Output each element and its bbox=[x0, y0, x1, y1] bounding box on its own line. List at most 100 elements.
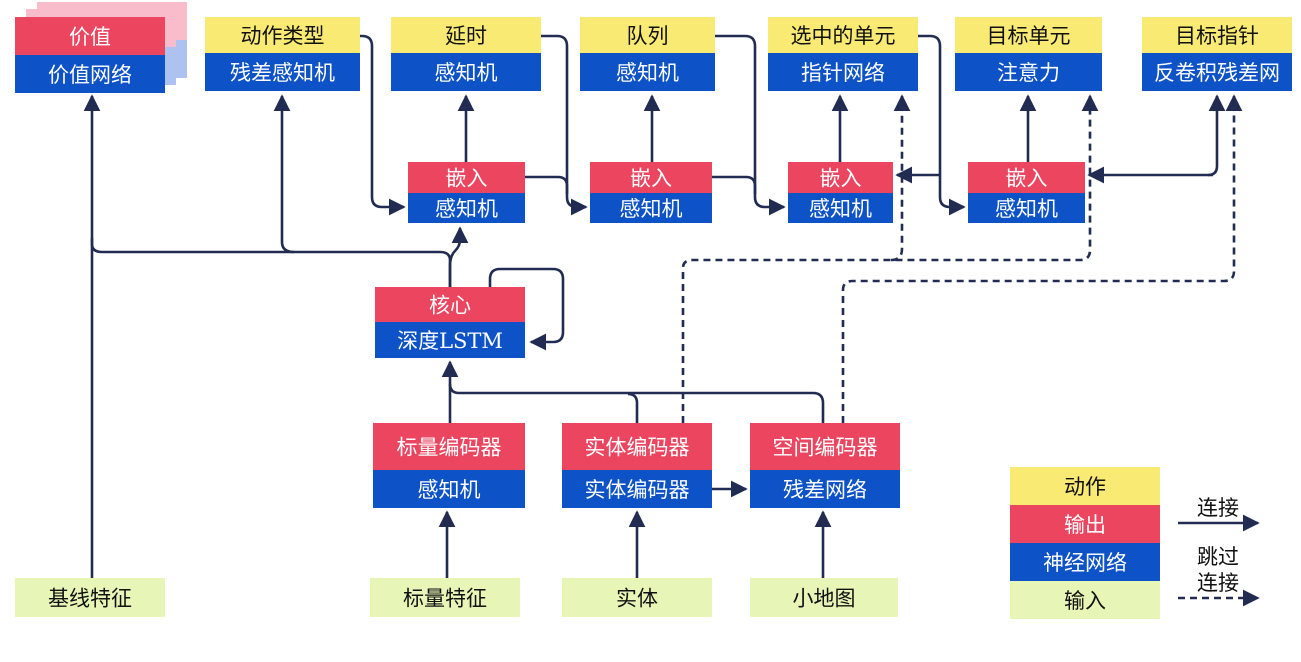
node-selected-units-top-label: 选中的单元 bbox=[791, 24, 896, 48]
connector-action-type-to-embed-1 bbox=[360, 34, 406, 216]
node-embed-3-top-label: 嵌入 bbox=[820, 167, 862, 191]
legend-arrow-label-dashed-1: 连接 bbox=[1197, 571, 1239, 595]
node-embed-2-top-label: 嵌入 bbox=[630, 167, 672, 191]
connector-spatial-skip-to-target-point-skip bbox=[841, 94, 1243, 423]
node-scalar-encoder-top bbox=[373, 423, 525, 470]
input-node-minimap-label: 小地图 bbox=[793, 587, 856, 611]
legend-label-green: 输入 bbox=[1064, 589, 1106, 613]
connector-entity-skip-to-target-unit-skip bbox=[681, 94, 1099, 423]
node-target-point-bottom bbox=[1142, 53, 1292, 91]
connector-embed-1-to-embed-2-merge bbox=[525, 175, 569, 194]
legend-swatch-blue bbox=[1010, 543, 1160, 581]
node-core-top-label: 核心 bbox=[429, 294, 471, 318]
node-queue-bottom-label: 感知机 bbox=[616, 61, 679, 85]
input-node-baseline-features-label: 基线特征 bbox=[48, 587, 132, 611]
node-embed-2-top bbox=[590, 162, 712, 193]
legend-arrow-label-solid-0: 连接 bbox=[1197, 496, 1239, 520]
legend-arrow-solid: 连接 bbox=[1178, 496, 1260, 532]
node-queue-bottom bbox=[580, 53, 715, 91]
node-embed-2-bottom bbox=[590, 193, 712, 223]
connector-spatial-encoder-to-core-merge bbox=[448, 383, 825, 423]
legend-label-blue: 神经网络 bbox=[1043, 551, 1127, 575]
node-scalar-encoder-bottom-label: 感知机 bbox=[418, 478, 481, 502]
node-queue-top-label: 队列 bbox=[627, 24, 669, 48]
node-action-type-top bbox=[205, 17, 360, 53]
node-delay-top bbox=[391, 17, 541, 53]
node-target-unit-top-label: 目标单元 bbox=[987, 24, 1071, 48]
legend-arrow-label-dashed-0: 跳过 bbox=[1197, 545, 1239, 569]
node-delay-bottom bbox=[391, 53, 541, 91]
legend-swatch-red bbox=[1010, 505, 1160, 543]
connector-line-to-target-point bbox=[1207, 94, 1226, 177]
input-node-minimap: 小地图 bbox=[750, 578, 898, 617]
node-embed-3-bottom-label: 感知机 bbox=[809, 197, 872, 221]
node-target-unit-top bbox=[955, 17, 1102, 53]
node-delay-bottom-label: 感知机 bbox=[435, 61, 498, 85]
connector-entity-encoder-to-core-merge bbox=[627, 392, 639, 423]
connector-delay-to-embed-2 bbox=[541, 34, 588, 216]
node-scalar-encoder-top-label: 标量编码器 bbox=[397, 436, 502, 460]
input-node-entities-label: 实体 bbox=[616, 587, 658, 611]
node-value-bottom bbox=[15, 55, 165, 93]
input-node-scalar-features-label: 标量特征 bbox=[403, 587, 487, 611]
node-core-top bbox=[375, 287, 525, 322]
connector-core-to-action-type bbox=[273, 94, 295, 254]
node-action-type-bottom-label: 残差感知机 bbox=[230, 61, 335, 85]
node-embed-4-top-label: 嵌入 bbox=[1006, 167, 1048, 191]
node-entity-encoder-top-label: 实体编码器 bbox=[585, 436, 690, 460]
node-embed-1-bottom bbox=[408, 193, 525, 223]
input-node-scalar-features: 标量特征 bbox=[370, 578, 520, 617]
node-target-unit-bottom-label: 注意力 bbox=[997, 61, 1060, 85]
node-embed-2-bottom-label: 感知机 bbox=[620, 197, 683, 221]
input-node-entities-box bbox=[562, 578, 712, 617]
node-value-top bbox=[15, 17, 165, 55]
node-embed-1-top-label: 嵌入 bbox=[446, 167, 488, 191]
node-embed-1-bottom-label: 感知机 bbox=[435, 197, 498, 221]
node-target-point-top-label: 目标指针 bbox=[1175, 24, 1259, 48]
node-scalar-encoder-bottom bbox=[373, 470, 525, 508]
legend-swatch-yellow bbox=[1010, 467, 1160, 505]
connector-selected-units-to-embed-4 bbox=[918, 34, 966, 216]
node-value-bottom-label: 价值网络 bbox=[48, 63, 132, 87]
node-spatial-encoder-bottom bbox=[750, 470, 900, 508]
node-core-bottom-label: 深度LSTM bbox=[397, 329, 503, 353]
node-entity-encoder-bottom bbox=[562, 470, 712, 508]
input-node-baseline-features: 基线特征 bbox=[15, 578, 165, 617]
node-spatial-encoder-bottom-label: 残差网络 bbox=[783, 478, 867, 502]
node-embed-4-bottom-label: 感知机 bbox=[995, 197, 1058, 221]
connector-entity-skip-to-selected-units-skip bbox=[890, 94, 911, 262]
node-embed-1-top bbox=[408, 162, 525, 193]
node-action-type-top-label: 动作类型 bbox=[241, 24, 325, 48]
connector-core-to-value-branch bbox=[90, 238, 452, 287]
node-embed-4-bottom bbox=[968, 193, 1085, 223]
node-spatial-encoder-top-label: 空间编码器 bbox=[773, 436, 878, 460]
node-selected-units-bottom-label: 指针网络 bbox=[801, 61, 885, 85]
node-delay-top-label: 延时 bbox=[445, 24, 487, 48]
node-entity-encoder-top bbox=[562, 423, 712, 470]
node-core-bottom bbox=[375, 322, 525, 358]
connector-embed-2-to-embed-3-merge bbox=[712, 175, 757, 194]
node-selected-units-top bbox=[768, 17, 918, 53]
input-node-entities: 实体 bbox=[562, 578, 712, 617]
node-spatial-encoder-top bbox=[750, 423, 900, 470]
node-target-point-bottom-label: 反卷积残差网 bbox=[1154, 61, 1280, 85]
node-embed-3-bottom bbox=[788, 193, 893, 223]
node-selected-units-bottom bbox=[768, 53, 918, 91]
input-node-baseline-features-box bbox=[15, 578, 165, 617]
